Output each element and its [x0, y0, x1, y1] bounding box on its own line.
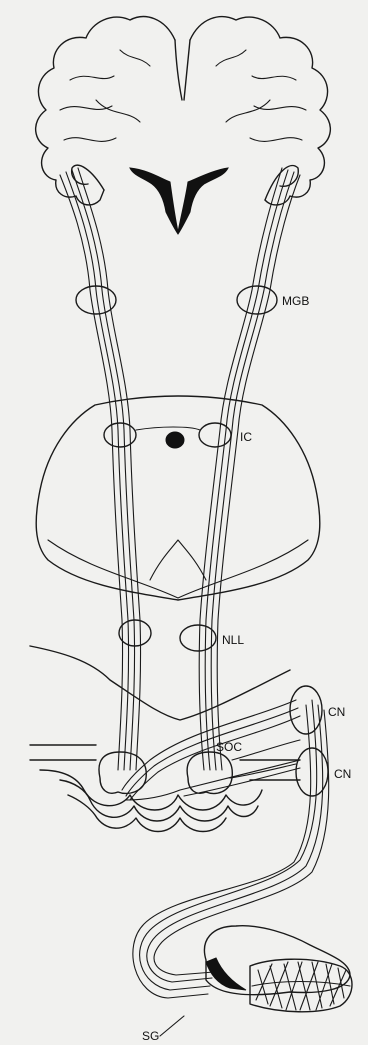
nll-nuclei [119, 620, 216, 651]
label-ic: IC [240, 430, 252, 444]
nll-label: NLL [222, 633, 244, 647]
cerebrum [36, 17, 331, 234]
sg-label: SG [142, 1029, 159, 1043]
cn-lower-label: CN [334, 767, 351, 781]
brainstem-outline [30, 646, 300, 832]
cn-upper-label: CN [328, 705, 345, 719]
label-sg: SG [142, 1016, 184, 1043]
label-nll: NLL [222, 633, 244, 647]
soc-label: SOC [216, 740, 242, 754]
ic-label: IC [240, 430, 252, 444]
label-soc: SOC [216, 740, 242, 754]
fiber-tracts [60, 168, 329, 998]
cochlea [204, 926, 352, 1012]
sg-leader-line [160, 1016, 184, 1036]
label-mgb: MGB [282, 294, 309, 308]
label-cn-upper: CN [328, 705, 345, 719]
mgb-label: MGB [282, 294, 309, 308]
label-cn-lower: CN [334, 767, 351, 781]
